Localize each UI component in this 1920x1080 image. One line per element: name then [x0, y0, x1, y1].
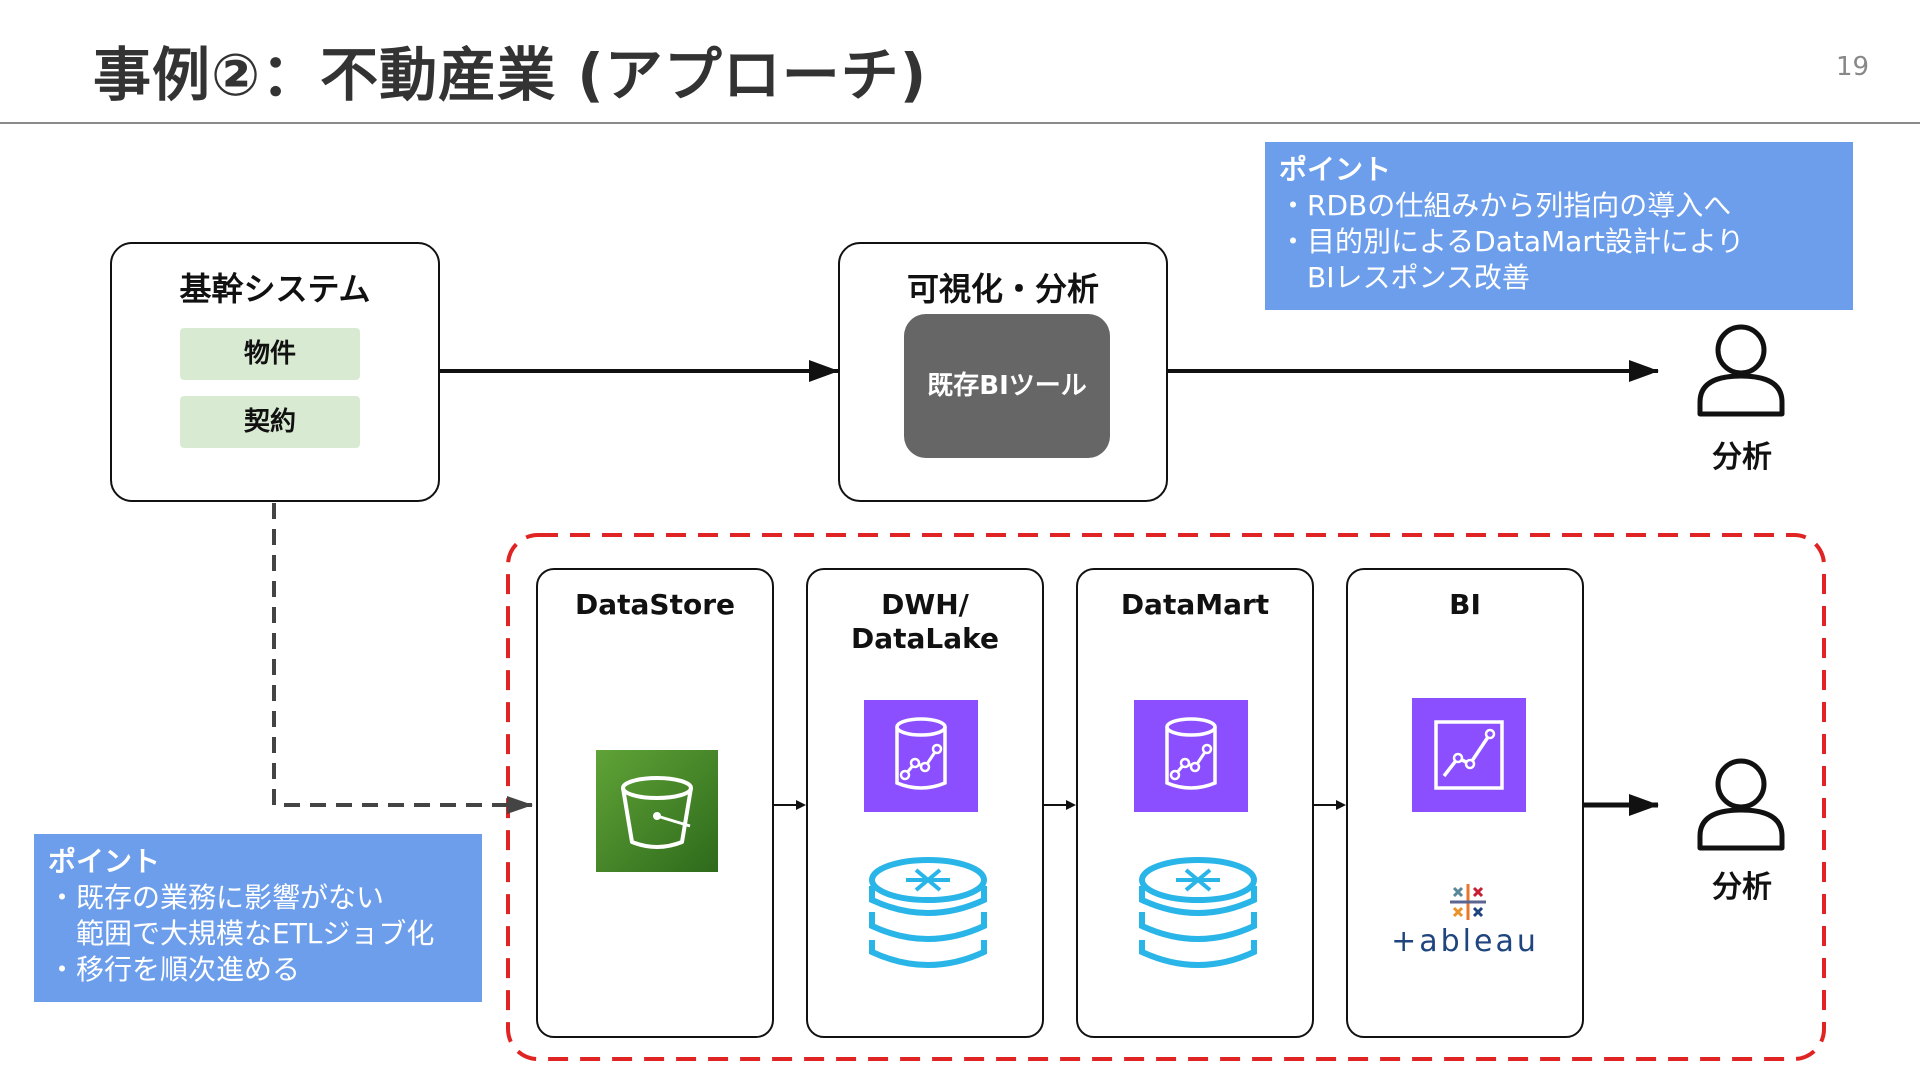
point-note-top: ポイント ・RDBの仕組みから列指向の導入へ ・目的別によるDataMart設計… [1265, 142, 1853, 310]
point-note-top-line: ・目的別によるDataMart設計により [1279, 225, 1745, 258]
stage-title: DWH/ DataLake [808, 588, 1042, 656]
redshift-icon [864, 700, 978, 812]
stage-title: DataMart [1120, 588, 1270, 621]
point-note-bottom-heading: ポイント [48, 845, 161, 878]
stage-datastore-box: DataStore [536, 568, 774, 1038]
point-note-top-heading: ポイント [1279, 153, 1392, 186]
stage-bi-box: BI +ableau [1346, 568, 1584, 1038]
visualization-title: 可視化・分析 [906, 270, 1099, 308]
analyst-person-icon [1697, 324, 1785, 417]
core-item-contract: 契約 [180, 396, 360, 448]
point-note-bottom-line: ・移行を順次進める [48, 953, 301, 986]
quicksight-icon [1412, 698, 1526, 812]
title-divider [0, 122, 1920, 124]
snowflake-db-icon [869, 857, 987, 968]
point-note-bottom: ポイント ・既存の業務に影響がない 範囲で大規模なETLジョブ化 ・移行を順次進… [34, 834, 482, 1002]
existing-bi-tool: 既存BIツール [904, 314, 1110, 458]
stage-title-line: DataLake [850, 622, 999, 655]
new-architecture-group [506, 533, 1826, 1061]
redshift-icon [1134, 700, 1248, 812]
analysis-label-bottom: 分析 [1712, 870, 1772, 905]
visualization-box: 可視化・分析 既存BIツール [838, 242, 1168, 502]
point-note-bottom-line: 範囲で大規模なETLジョブ化 [48, 917, 435, 950]
stage-title-line: DWH/ [881, 588, 969, 621]
snowflake-db-icon [1139, 857, 1257, 968]
tableau-logo-text: +ableau [1391, 924, 1539, 959]
point-note-top-line: BIレスポンス改善 [1279, 261, 1530, 294]
core-item-property: 物件 [180, 328, 360, 380]
stage-title: BI [1449, 588, 1481, 621]
stage-title: DataStore [574, 588, 735, 621]
point-note-top-line: ・RDBの仕組みから列指向の導入へ [1279, 189, 1732, 222]
point-note-bottom-line: ・既存の業務に影響がない [48, 881, 385, 914]
arrow-core-to-datastore [272, 503, 533, 814]
stage-dwh-box: DWH/ DataLake [806, 568, 1044, 1038]
s3-bucket-icon [596, 750, 718, 872]
slide-title: 事例②：不動産業 (アプローチ) [93, 41, 928, 109]
core-system-title: 基幹システム [179, 270, 371, 308]
core-system-box: 基幹システム 物件 契約 [110, 242, 440, 502]
stage-datamart-box: DataMart [1076, 568, 1314, 1038]
tableau-logo-mark [1450, 884, 1486, 920]
page-number: 19 [1836, 52, 1870, 82]
analysis-label-top: 分析 [1712, 440, 1772, 475]
analyst-person-icon [1697, 758, 1785, 851]
